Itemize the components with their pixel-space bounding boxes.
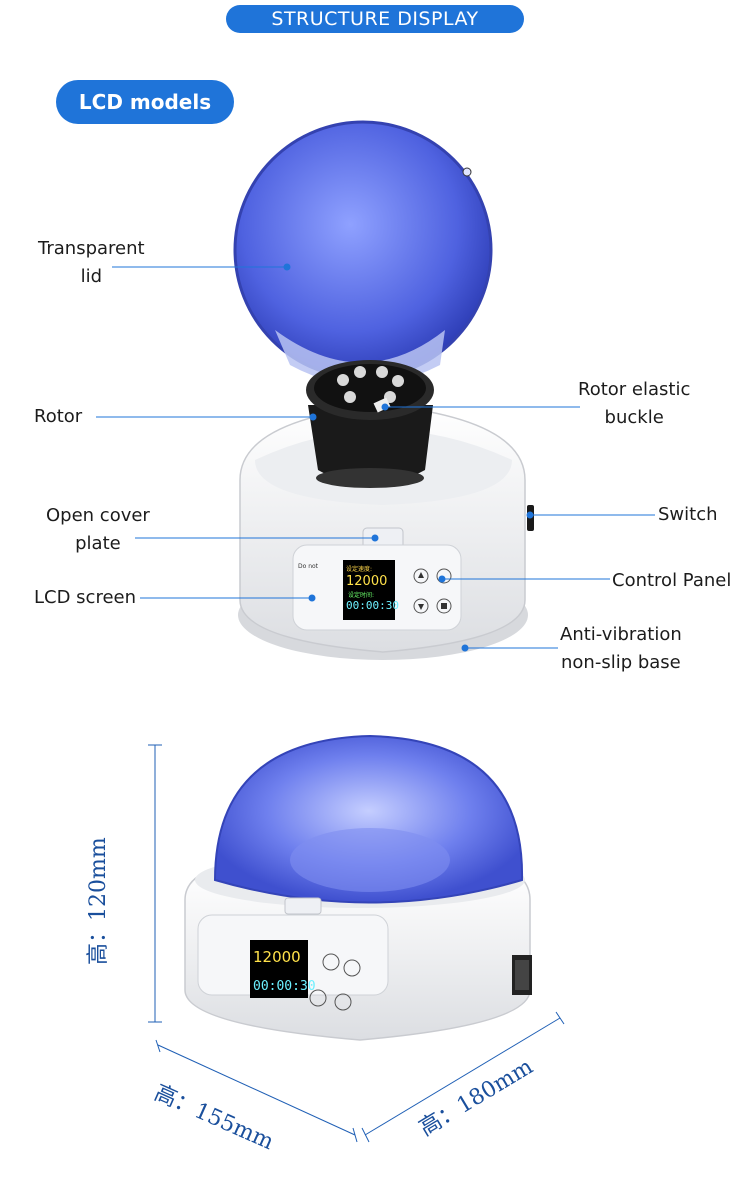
callout-switch: Switch	[658, 504, 718, 525]
callout-lines	[96, 263, 655, 652]
section-title: STRUCTURE DISPLAY	[226, 5, 524, 33]
callout-control-panel: Control Panel	[612, 570, 732, 591]
open-centrifuge: 设定速度: 12000 设定时间: 00:00:30 Do not	[233, 120, 534, 660]
lcd-time: 00:00:30	[346, 599, 399, 612]
lcd2-time: 00:00:30	[253, 979, 316, 994]
dimension-lines	[148, 744, 565, 1143]
control-panel: 设定速度: 12000 设定时间: 00:00:30 Do not	[292, 544, 462, 631]
callout-lcd-screen: LCD screen	[34, 587, 137, 608]
rotor	[306, 360, 434, 488]
model-badge: LCD models	[56, 80, 234, 124]
transparent-lid	[233, 120, 493, 385]
warning-text: Do not	[298, 563, 319, 570]
lcd-speed: 12000	[346, 574, 387, 589]
dimension-height: 高：120mm	[86, 837, 111, 965]
lcd-speed-label: 设定速度:	[346, 565, 372, 573]
closed-centrifuge: 12000 00:00:30	[184, 734, 532, 1041]
callout-rotor: Rotor	[34, 406, 83, 427]
lcd2-speed: 12000	[253, 948, 301, 966]
lcd-time-label: 设定时间:	[348, 591, 374, 599]
